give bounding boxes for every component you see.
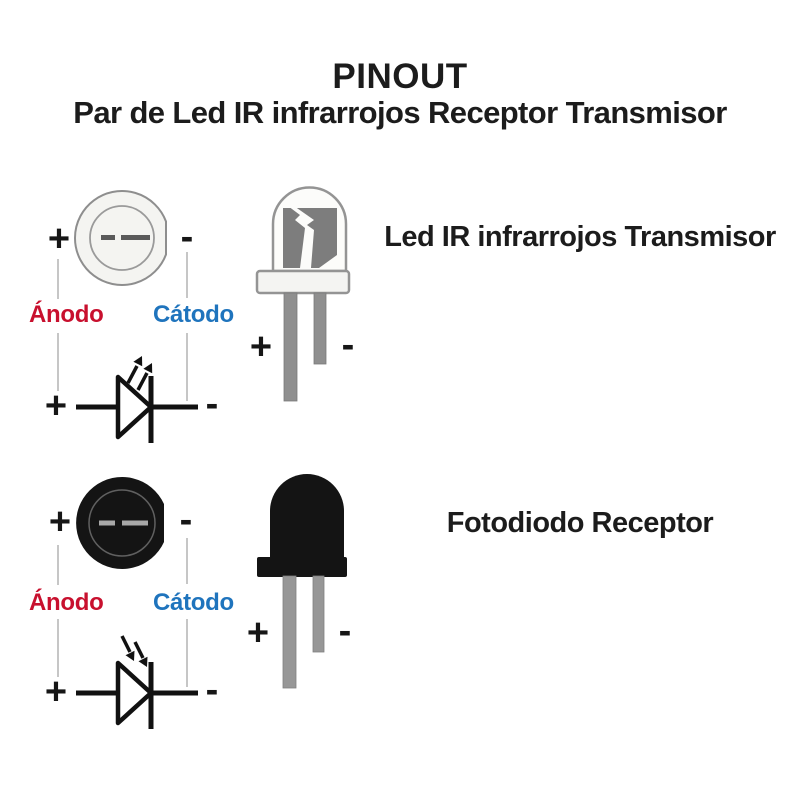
photodiode-symbol-receiving-icon: + - [45, 635, 219, 729]
anode-connector-line [57, 619, 59, 677]
transmitter-sideview-minus-sign: - [341, 324, 355, 366]
page-subtitle: Par de Led IR infrarrojos Receptor Trans… [73, 95, 727, 130]
cathode-connector-line [186, 619, 188, 687]
receiver-top-view-icon [76, 477, 164, 569]
cathode-connector-line [186, 333, 188, 401]
receiver-sideview-minus-sign: - [338, 610, 352, 652]
cathode-connector-line [186, 252, 188, 298]
symbol-minus-sign: - [206, 383, 219, 425]
receiver-side-view-icon [257, 474, 347, 689]
receiver-anode-label: Ánodo [29, 589, 104, 616]
transmitter-side-view-icon [255, 186, 351, 402]
light-out-arrows-icon [126, 356, 153, 391]
light-in-arrows-icon [120, 635, 148, 667]
receiver-name-label: Fotodiodo Receptor [446, 507, 714, 539]
symbol-minus-sign: - [206, 669, 219, 711]
transmitter-topview-plus-sign: + [47, 218, 71, 260]
transmitter-cathode-label: Cátodo [153, 301, 234, 328]
cathode-connector-line [186, 538, 188, 584]
receiver-sideview-plus-sign: + [246, 612, 270, 654]
transmitter-top-view-icon [73, 190, 167, 286]
symbol-plus-sign: + [45, 671, 67, 713]
transmitter-topview-minus-sign: - [180, 216, 194, 258]
anode-connector-line [57, 333, 59, 391]
anode-connector-line [57, 259, 59, 299]
receiver-topview-plus-sign: + [48, 501, 72, 543]
page-title: PINOUT [332, 57, 468, 96]
transmitter-sideview-plus-sign: + [249, 326, 273, 368]
receiver-cathode-label: Cátodo [153, 589, 234, 616]
symbol-plus-sign: + [45, 385, 67, 427]
led-symbol-emitting-icon: + - [45, 356, 219, 443]
receiver-topview-minus-sign: - [179, 499, 193, 541]
transmitter-anode-label: Ánodo [29, 301, 104, 328]
transmitter-name-label: Led IR infrarrojos Transmisor [384, 221, 776, 253]
anode-connector-line [57, 545, 59, 585]
